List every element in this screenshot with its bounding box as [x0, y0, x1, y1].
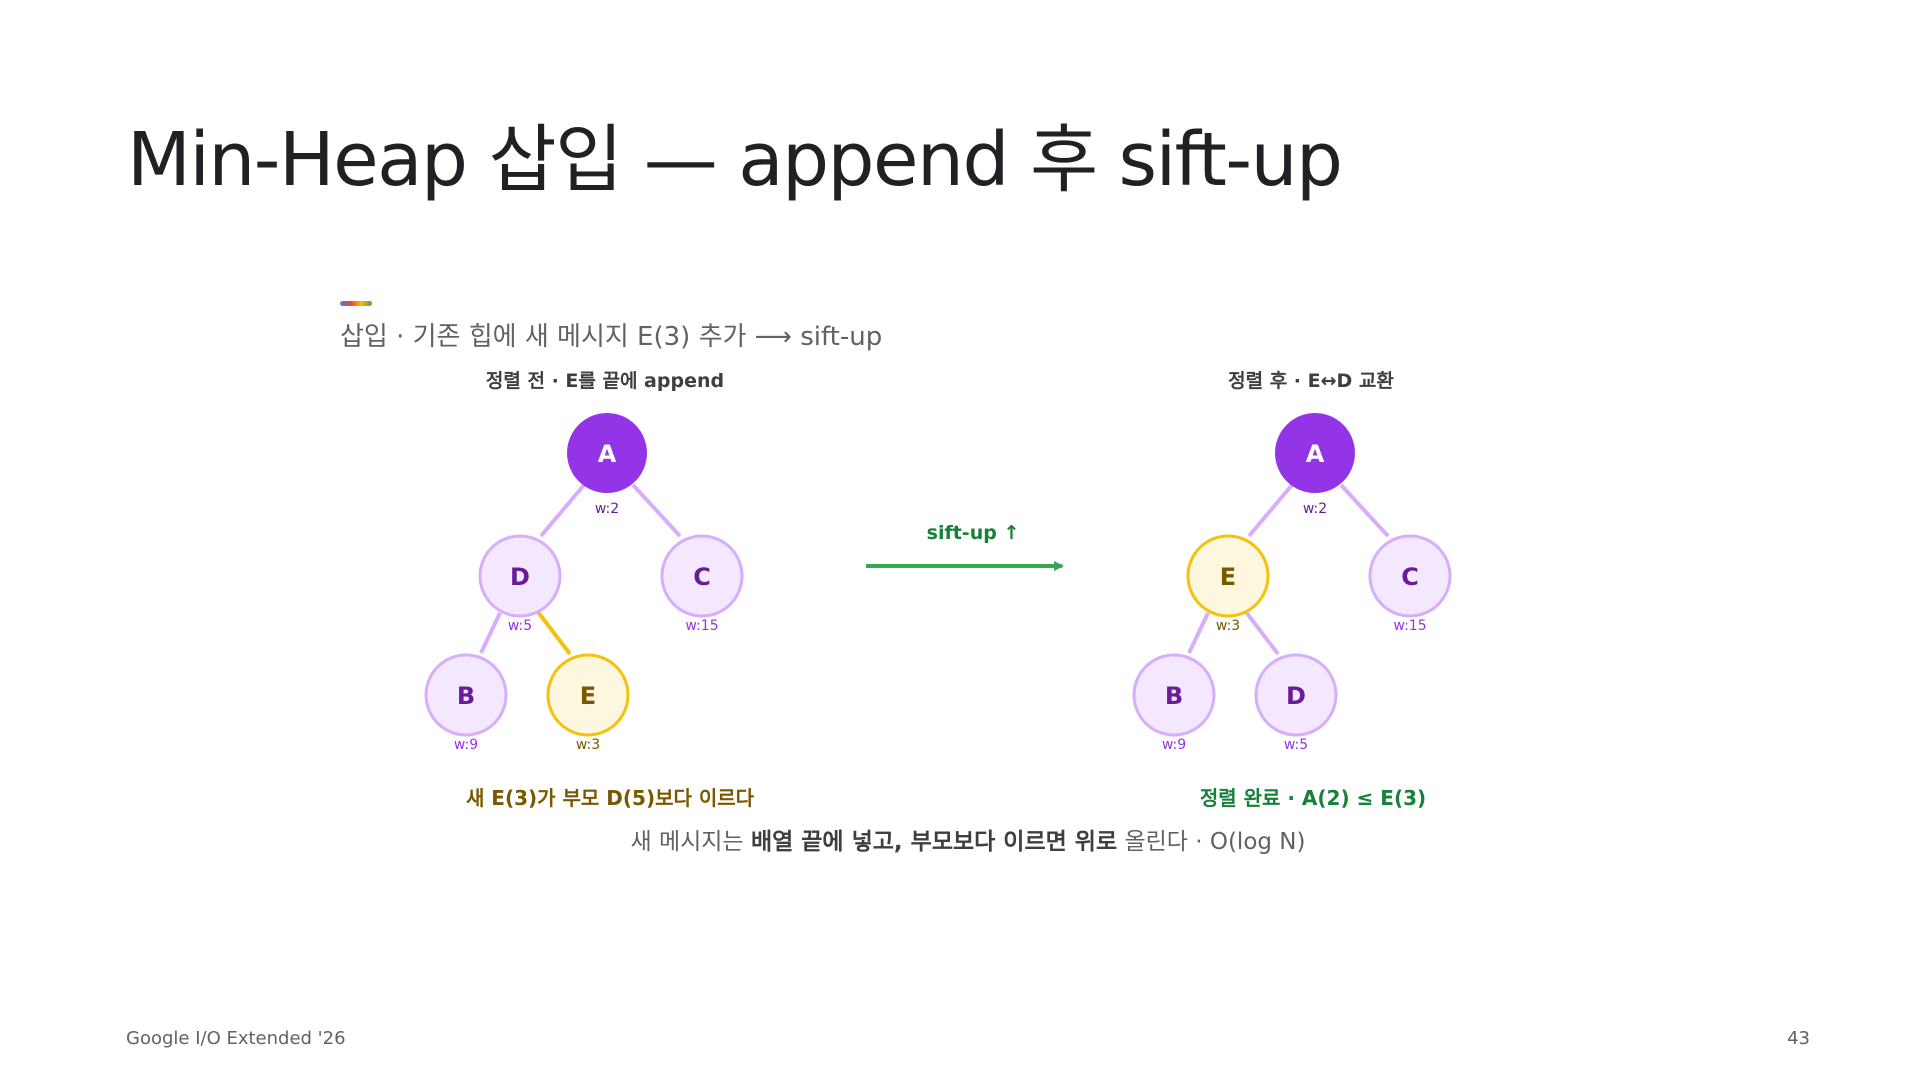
after-node-c-weight: w:15 [1393, 618, 1426, 634]
edge-before-a-d [539, 483, 586, 538]
sift-up-label: sift-up ↑ [927, 522, 1020, 544]
after-node-a-label: A [1306, 440, 1325, 468]
before-node-e-weight: w:3 [576, 737, 600, 753]
slide-subtitle: 삽입 · 기존 힙에 새 메시지 E(3) 추가 ⟶ sift-up [340, 322, 883, 352]
after-caption: 정렬 후 · E↔D 교환 [1228, 370, 1394, 392]
summary-line: 새 메시지는 배열 끝에 넣고, 부모보다 이르면 위로 올린다 · O(log… [631, 822, 1306, 856]
before-node-d-label: D [510, 563, 530, 591]
footer-event: Google I/O Extended '26 [126, 1028, 346, 1049]
after-note: 정렬 완료 · A(2) ≤ E(3) [1199, 786, 1427, 810]
edge-after-a-c [1339, 483, 1390, 538]
edge-after-e-d [1244, 610, 1280, 656]
edge-after-e-b [1187, 612, 1210, 654]
before-note: 새 E(3)가 부모 D(5)보다 이르다 [465, 786, 755, 810]
before-caption: 정렬 전 · E를 끝에 append [485, 370, 725, 392]
after-node-e-label: E [1220, 563, 1236, 591]
before-node-a-label: A [598, 440, 617, 468]
after-node-e: E w:3 [1186, 534, 1270, 634]
before-node-a: A w:2 [567, 413, 647, 517]
after-node-e-weight: w:3 [1216, 618, 1240, 634]
after-node-d: D w:5 [1254, 653, 1338, 753]
slide-title: Min-Heap 삽입 — append 후 sift-up [127, 117, 1343, 203]
after-node-b: B w:9 [1132, 653, 1216, 753]
edge-after-a-e [1247, 483, 1294, 538]
before-node-c-weight: w:15 [685, 618, 718, 634]
before-node-c-label: C [693, 563, 711, 591]
before-node-b: B w:9 [424, 653, 508, 753]
edge-before-a-c [631, 483, 682, 538]
before-node-e-label: E [580, 682, 596, 710]
after-node-d-label: D [1286, 682, 1306, 710]
page-number: 43 [1787, 1028, 1810, 1049]
summary-prefix: 새 메시지는 [630, 829, 751, 855]
before-node-d: D w:5 [478, 534, 562, 634]
after-node-d-weight: w:5 [1284, 737, 1308, 753]
after-node-a-weight: w:2 [1303, 501, 1327, 517]
after-node-c-label: C [1401, 563, 1419, 591]
before-node-b-weight: w:9 [454, 737, 478, 753]
edge-before-d-e [536, 610, 572, 656]
before-node-a-weight: w:2 [595, 501, 619, 517]
before-node-c: C w:15 [660, 534, 744, 634]
before-node-d-weight: w:5 [508, 618, 532, 634]
after-node-b-label: B [1165, 682, 1183, 710]
after-node-b-weight: w:9 [1162, 737, 1186, 753]
before-node-b-label: B [457, 682, 475, 710]
summary-bold: 배열 끝에 넣고, 부모보다 이르면 위로 [750, 829, 1118, 855]
before-node-e: E w:3 [546, 653, 630, 753]
accent-bar [340, 301, 372, 306]
after-node-a: A w:2 [1275, 413, 1355, 517]
edge-before-d-b [479, 612, 502, 654]
summary-suffix: 올린다 · O(log N) [1117, 829, 1306, 855]
after-node-c: C w:15 [1368, 534, 1452, 634]
